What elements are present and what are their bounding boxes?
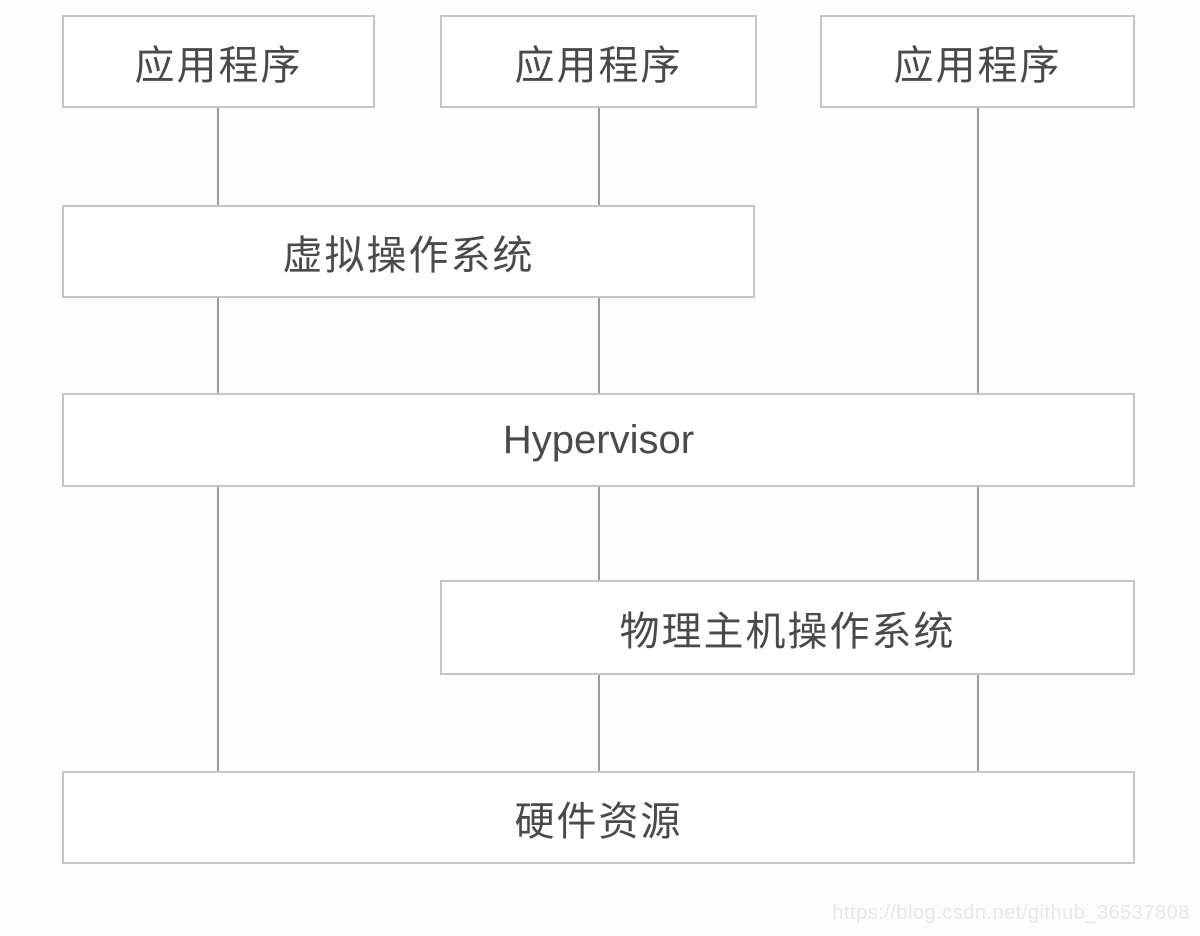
box-host-os-label: 物理主机操作系统	[619, 609, 956, 654]
box-hypervisor: Hypervisor	[62, 393, 1135, 487]
connector-hypervisor-to-host-os-middle	[598, 486, 600, 582]
connector-app3-to-hypervisor	[977, 107, 979, 395]
connector-hypervisor-to-hardware-left	[217, 486, 219, 773]
box-virtual-os-label: 虚拟操作系统	[282, 233, 535, 278]
box-hardware-label: 硬件资源	[514, 799, 683, 844]
watermark: https://blog.csdn.net/github_36537808	[832, 902, 1190, 924]
box-application-3-label: 应用程序	[893, 43, 1062, 88]
connector-hypervisor-to-host-os-right	[977, 486, 979, 582]
box-application-3: 应用程序	[820, 15, 1135, 108]
connector-virtual-os-to-hypervisor-left	[217, 297, 219, 395]
box-application-1-label: 应用程序	[134, 43, 303, 88]
connector-app2-to-virtual-os	[598, 107, 600, 207]
connector-virtual-os-to-hypervisor-middle	[598, 297, 600, 395]
connector-app1-to-virtual-os	[217, 107, 219, 207]
box-application-1: 应用程序	[62, 15, 375, 108]
connector-host-os-to-hardware-right	[977, 674, 979, 773]
box-host-os: 物理主机操作系统	[440, 580, 1135, 675]
connector-host-os-to-hardware-middle	[598, 674, 600, 773]
box-hypervisor-label: Hypervisor	[502, 417, 695, 462]
box-virtual-os: 虚拟操作系统	[62, 205, 755, 298]
box-hardware: 硬件资源	[62, 771, 1135, 864]
box-application-2: 应用程序	[440, 15, 757, 108]
box-application-2-label: 应用程序	[514, 43, 683, 88]
